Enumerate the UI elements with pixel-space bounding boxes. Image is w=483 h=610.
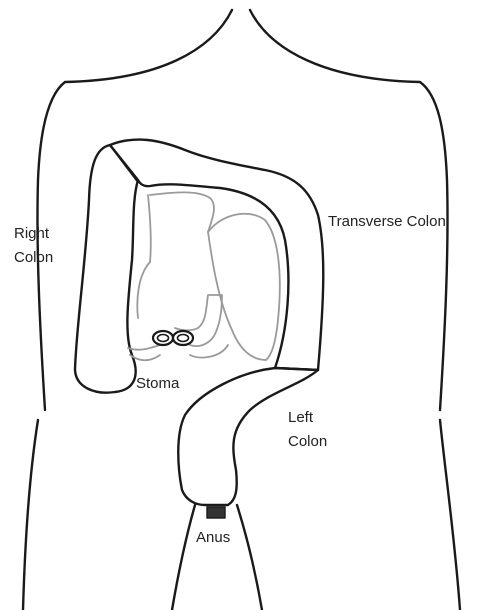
right-colon-label-line1: Right [14, 225, 50, 242]
left-colon-label-line2: Colon [288, 433, 327, 450]
transverse-colon-segment [110, 140, 323, 370]
lower-lumen-line [130, 345, 228, 360]
right-leg-inner-line [237, 505, 262, 610]
anus-marker [207, 507, 225, 518]
colon [75, 140, 323, 518]
left-hip-line [23, 420, 38, 610]
left-colon-label-line1: Left [288, 409, 314, 426]
stoma-icon [153, 331, 193, 345]
transverse-colon-label: Transverse Colon [328, 213, 446, 230]
right-colon-segment [75, 145, 138, 393]
right-colon-label-line2: Colon [14, 249, 53, 266]
anus-label: Anus [196, 529, 230, 546]
stoma-label: Stoma [136, 375, 180, 392]
left-leg-inner-line [172, 505, 195, 610]
right-hip-line [440, 420, 460, 610]
